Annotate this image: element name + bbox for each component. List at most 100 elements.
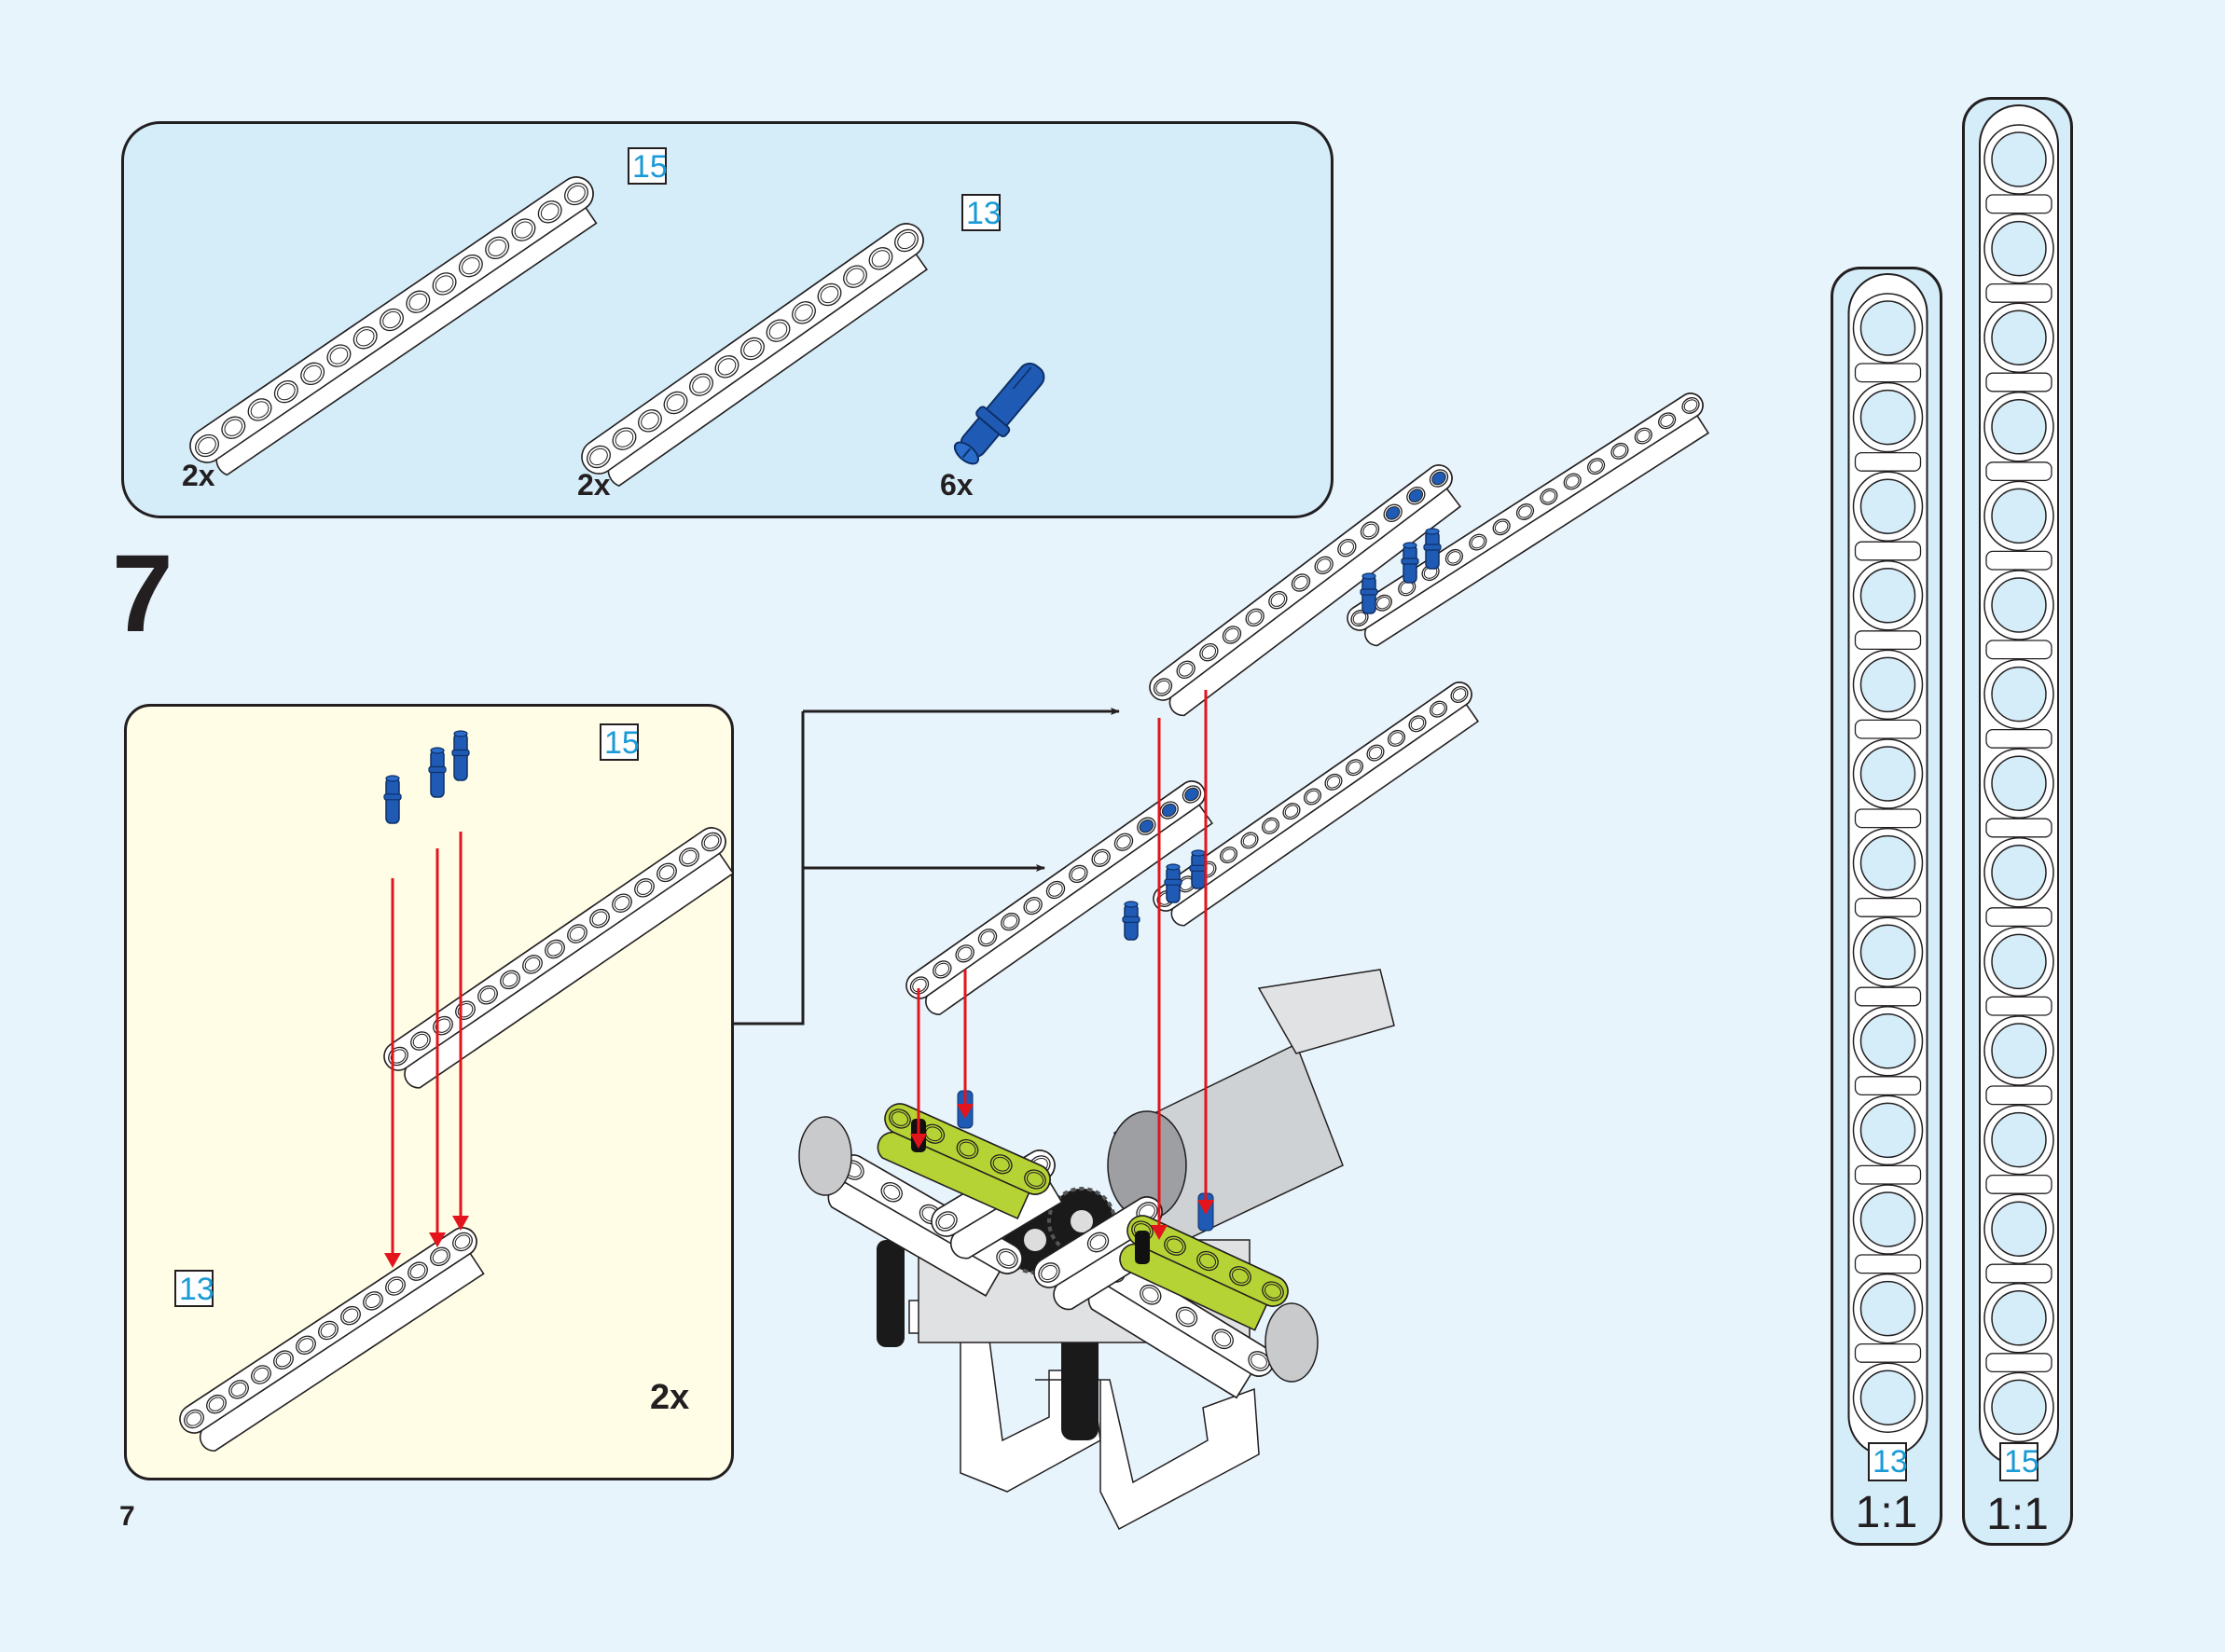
- beam-hole: [1196, 1250, 1219, 1272]
- beam-hole: [500, 970, 520, 990]
- beam: [1347, 392, 1710, 647]
- beam-hole-inner: [1231, 1268, 1250, 1284]
- beam-hole-inner: [692, 376, 711, 393]
- beam-hole: [537, 200, 562, 224]
- beam-hole-inner: [999, 1250, 1016, 1267]
- connector-pin: [1164, 863, 1182, 903]
- beam-hole: [1444, 548, 1464, 566]
- beam-hole-inner: [1222, 848, 1236, 861]
- beam-hole-inner: [1431, 702, 1445, 716]
- beam-hole-inner: [681, 849, 698, 865]
- beam-hole: [326, 344, 352, 367]
- ruler-hole: [1991, 1290, 2047, 1346]
- beam-hole: [1164, 1235, 1186, 1256]
- beam-hole: [567, 924, 587, 943]
- beam-hole: [406, 290, 431, 313]
- beam-hole: [740, 337, 765, 361]
- beam-hole-inner: [303, 365, 322, 382]
- beam-hole: [1345, 759, 1364, 777]
- beam-hole-inner: [636, 880, 653, 895]
- beam-hole: [184, 1409, 204, 1429]
- beam-hole: [1429, 469, 1449, 488]
- beam-hole-inner: [488, 239, 506, 256]
- substep-panel: [124, 704, 734, 1480]
- beam-hole-inner: [934, 962, 950, 977]
- ruler-hole: [1991, 845, 2047, 901]
- beam-hole: [634, 878, 655, 898]
- beam-hole: [1140, 1284, 1162, 1305]
- main-assembly: [798, 392, 1710, 1531]
- parts-list-panel: [121, 121, 1334, 518]
- beam-hole: [363, 1291, 383, 1311]
- beam-hole-inner: [891, 1111, 909, 1126]
- beam-hole-inner: [1660, 414, 1674, 427]
- insertion-arrow: [910, 988, 927, 1149]
- beam-hole: [296, 1335, 316, 1356]
- beam-hole-inner: [329, 347, 349, 365]
- insertion-arrow: [384, 878, 401, 1268]
- beam-hole-inner: [1494, 520, 1509, 533]
- beam-hole-inner: [1242, 833, 1257, 847]
- beam-hole: [1176, 660, 1195, 680]
- beam-hole-inner: [980, 930, 995, 944]
- beam-hole-inner: [1071, 867, 1086, 881]
- beam-hole: [1450, 686, 1469, 703]
- beam-hole: [701, 832, 722, 852]
- ruler-hole: [1859, 1370, 1916, 1425]
- beam-hole-inner: [567, 185, 586, 203]
- ruler-slot: [1854, 451, 1922, 472]
- beam-hole-inner: [1178, 663, 1194, 677]
- beam-hole-inner: [186, 1411, 202, 1426]
- beam-hole: [1515, 503, 1535, 520]
- beam-hole-inner: [435, 275, 454, 293]
- beam-hole-inner: [365, 1293, 381, 1308]
- beam-hole-inner: [1541, 490, 1556, 503]
- beam-hole: [1563, 473, 1582, 490]
- beam-hole: [1219, 847, 1238, 864]
- beam-hole-inner: [795, 304, 813, 322]
- beam: [179, 1227, 485, 1452]
- beam-hole: [1383, 503, 1403, 523]
- beam-hole: [1398, 579, 1417, 597]
- beam-hole: [817, 282, 842, 307]
- beam-hole: [273, 1350, 294, 1370]
- beam: [1153, 681, 1480, 927]
- beam-hole-inner: [1166, 1238, 1184, 1254]
- beam-hole: [380, 308, 404, 332]
- beam-hole: [1024, 1169, 1046, 1190]
- beam-hole: [1634, 427, 1652, 445]
- ruler-hole: [1991, 399, 2047, 455]
- beam-hole-inner: [462, 257, 480, 275]
- beam-hole: [589, 908, 610, 929]
- beam-hole-inner: [957, 946, 973, 961]
- beam-hole: [1658, 412, 1677, 430]
- ruler-slot: [1985, 1085, 2052, 1106]
- beam-hole: [956, 1138, 979, 1160]
- beam-hole-inner: [320, 1323, 337, 1338]
- ruler-hole: [1859, 924, 1916, 980]
- connector-pin: [1401, 542, 1419, 584]
- beam-hole-inner: [408, 293, 428, 310]
- beam-hole: [1182, 785, 1202, 804]
- beam-hole-inner: [1026, 1172, 1044, 1187]
- beam-hole: [889, 1108, 911, 1129]
- pin-head: [1408, 489, 1424, 502]
- beam-hole-inner: [959, 1141, 976, 1157]
- substep-pins: [383, 730, 470, 1268]
- ruler-slot: [1854, 808, 1922, 829]
- beam-hole: [1610, 442, 1629, 460]
- ruler-hole: [1859, 746, 1916, 802]
- connector-pin: [428, 747, 447, 798]
- beam: [581, 223, 928, 487]
- ruler-hole: [1991, 933, 2047, 990]
- beam-hole: [352, 326, 378, 350]
- beam-hole-inner: [1251, 1353, 1267, 1370]
- beam-hole-inner: [1224, 627, 1239, 642]
- ruler-hole: [1859, 1013, 1916, 1069]
- beam-hole: [206, 1394, 227, 1414]
- beam-hole: [1248, 1351, 1270, 1371]
- ruler-slot: [1985, 640, 2052, 660]
- beam-hole: [1469, 533, 1487, 551]
- beam-hole-inner: [1201, 645, 1217, 659]
- ruler-slot: [1985, 996, 2052, 1016]
